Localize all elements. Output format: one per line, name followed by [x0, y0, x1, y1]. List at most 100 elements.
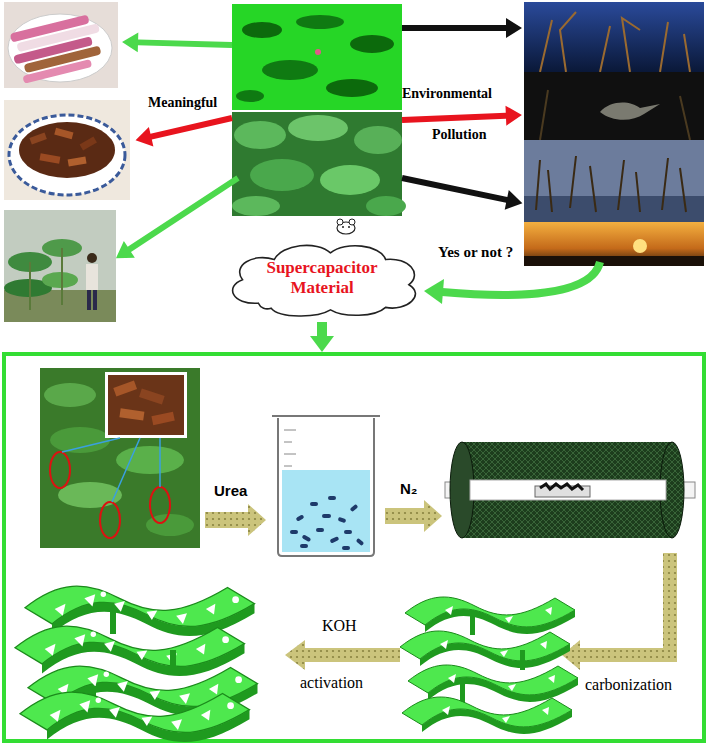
lotus-farm-photo-part: [87, 253, 97, 263]
node-text: Supercapacitor Material: [252, 258, 392, 298]
lotus-leaves-photo-part: [354, 126, 402, 154]
red-arrow: [133, 108, 234, 150]
process-frame: [4, 354, 704, 741]
step-label: activation: [300, 674, 363, 692]
tube-furnace: [445, 442, 695, 538]
bird-photo-part: [540, 90, 690, 140]
lotus-root-bowl-photo-part: [68, 156, 87, 166]
lotus-field-photo-part: [50, 452, 70, 488]
black-arrow: [400, 168, 524, 213]
question-label: Yes or not ?: [438, 244, 513, 261]
carbon-sheets-part: [405, 597, 575, 634]
food-photo-part: [8, 13, 108, 85]
sunset-photo-part: [524, 256, 704, 266]
tube-furnace-part: [462, 442, 672, 538]
activated-carbon-sheets-part: [15, 626, 245, 676]
lotus-leaves-photo-part: [288, 115, 348, 141]
lotus-farm-photo-part: [42, 272, 78, 288]
red-arrow: [402, 105, 523, 130]
reagent-label: Urea: [214, 482, 247, 499]
lotus-field-photo-part: [108, 375, 184, 435]
lotus-farm-photo-part: [4, 210, 116, 322]
beaker-part: [278, 418, 374, 556]
lotus-root-bowl-photo-part: [80, 136, 97, 150]
black-arrow: [402, 18, 522, 38]
carbon-sheets-part: [520, 650, 525, 670]
beaker-part-part: [330, 536, 340, 543]
cloud-node: Supercapacitor Material: [216, 236, 428, 320]
beaker-part-part: [300, 544, 308, 548]
process-arrow: [205, 504, 266, 536]
tube-furnace-part: [470, 480, 666, 500]
carbon-sheets-part: [400, 631, 570, 668]
lotus-field-photo-part: [139, 388, 165, 404]
beaker-part: [284, 430, 296, 466]
beaker-part-part: [290, 530, 298, 534]
lotus-field-photo-part: [40, 368, 200, 548]
bird-photo: [524, 72, 704, 140]
lotus-pond-photo-part: [315, 49, 321, 55]
beaker-part-part: [322, 514, 331, 518]
bird-photo-part: [600, 102, 660, 119]
gas-label: N₂: [400, 480, 418, 497]
lotus-field-photo-part: [113, 380, 137, 396]
lotus-pond-photo-part: [232, 4, 402, 110]
lotus-pond-photo-part: [296, 15, 344, 29]
lotus-field-photo-part: [150, 487, 170, 523]
lotus-leaves-photo-part: [320, 165, 380, 195]
lotus-field-photo-part: [44, 383, 96, 407]
mouse-icon-part: [337, 219, 343, 225]
beaker-part: [282, 470, 370, 552]
lotus-field-photo-part: [58, 482, 122, 508]
lotus-field-photo-part: [105, 372, 187, 438]
lotus-farm-photo: [4, 210, 116, 322]
bird-photo-part: [524, 72, 704, 140]
lotus-field-photo: [40, 368, 200, 548]
food-photo-part: [4, 2, 118, 88]
beaker-part-part: [356, 538, 365, 546]
beaker-part-part: [296, 514, 305, 521]
beaker-part-part: [338, 517, 347, 523]
green-arrow: [110, 170, 243, 267]
sunset-photo-part: [633, 239, 647, 253]
activated-carbon-sheets-part: [20, 692, 250, 742]
step-label: carbonization: [585, 676, 672, 694]
activated-carbon-sheets: [15, 586, 258, 742]
lotus-pond-photo-part: [242, 22, 282, 38]
lotus-root-bowl-photo: [4, 100, 130, 200]
beaker-part-part: [328, 496, 336, 500]
lotus-root-bowl-photo-part: [19, 122, 115, 178]
activated-carbon-sheets-part: [110, 610, 116, 634]
lotus-leaves-photo-part: [232, 196, 280, 216]
withered-lotus-photo-part: [540, 12, 690, 72]
wetland-photo: [524, 140, 704, 222]
beaker-part-part: [342, 546, 350, 550]
sunset-photo-part: [524, 222, 704, 266]
lotus-field-photo-part: [119, 408, 144, 420]
process-arrow: [385, 500, 442, 532]
sunset-photo: [524, 222, 704, 266]
lotus-pond-photo-part: [350, 35, 394, 53]
beaker-part: [290, 496, 364, 550]
withered-lotus-photo: [524, 2, 704, 72]
lotus-pond-photo-part: [326, 79, 378, 97]
mouse-icon-part: [348, 226, 350, 228]
lotus-pond-photo-part: [236, 90, 264, 102]
arrow-label: Environmental: [402, 86, 492, 102]
lotus-leaves-photo: [232, 112, 406, 216]
green-arrowhead: [424, 279, 444, 304]
food-photo-part-part: [22, 59, 92, 84]
carbon-sheets-part: [402, 697, 572, 734]
lotus-root-bowl-photo-part: [29, 132, 46, 144]
lotus-field-photo-part: [100, 502, 120, 538]
lotus-pond-photo-part: [262, 60, 318, 80]
wetland-photo-part: [524, 140, 704, 222]
carbon-sheets-part: [470, 615, 475, 635]
lotus-leaves-photo-part: [234, 121, 286, 149]
process-arrow: [285, 640, 400, 670]
arrow-label: Pollution: [432, 127, 486, 143]
activated-carbon-sheets-part: [170, 650, 176, 674]
lotus-field-photo-part: [62, 438, 160, 502]
lotus-root-bowl-photo-part: [4, 100, 130, 200]
